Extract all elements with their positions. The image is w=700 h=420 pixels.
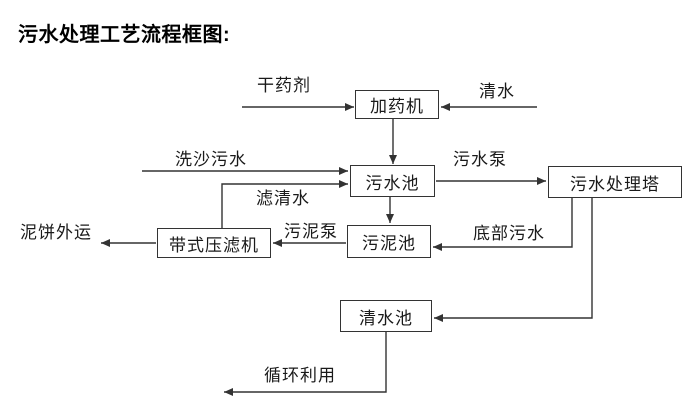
diagram-title: 污水处理工艺流程框图: [18,24,231,46]
edge-bottom-sewage-arrow [433,198,573,251]
label-sand-washing-sewage: 洗沙污水 [175,150,247,169]
label-sewage-pump: 污水泵 [453,150,507,169]
label-clean-water: 清水 [479,82,515,101]
node-clean-water-pool: 清水池 [340,300,432,332]
edge-tower-to-clean-pool [434,198,593,322]
node-dosing-machine: 加药机 [355,90,439,119]
label-dry-agent: 干药剂 [257,76,311,95]
label-bottom-sewage: 底部污水 [473,224,545,243]
edge-recycle-arrow [224,332,387,396]
label-sludge-pump: 污泥泵 [284,222,338,241]
node-sewage-treatment-tower: 污水处理塔 [548,166,682,198]
label-filtered-water: 滤清水 [256,189,310,208]
node-sludge-pool: 污泥池 [347,225,431,258]
edge-filtered-water-arrow [221,180,348,228]
node-belt-filter-press: 带式压滤机 [157,228,271,258]
node-sewage-pool: 污水池 [350,165,435,197]
label-recycle-use: 循环利用 [264,366,336,385]
label-mud-cake-outbound: 泥饼外运 [20,223,92,242]
